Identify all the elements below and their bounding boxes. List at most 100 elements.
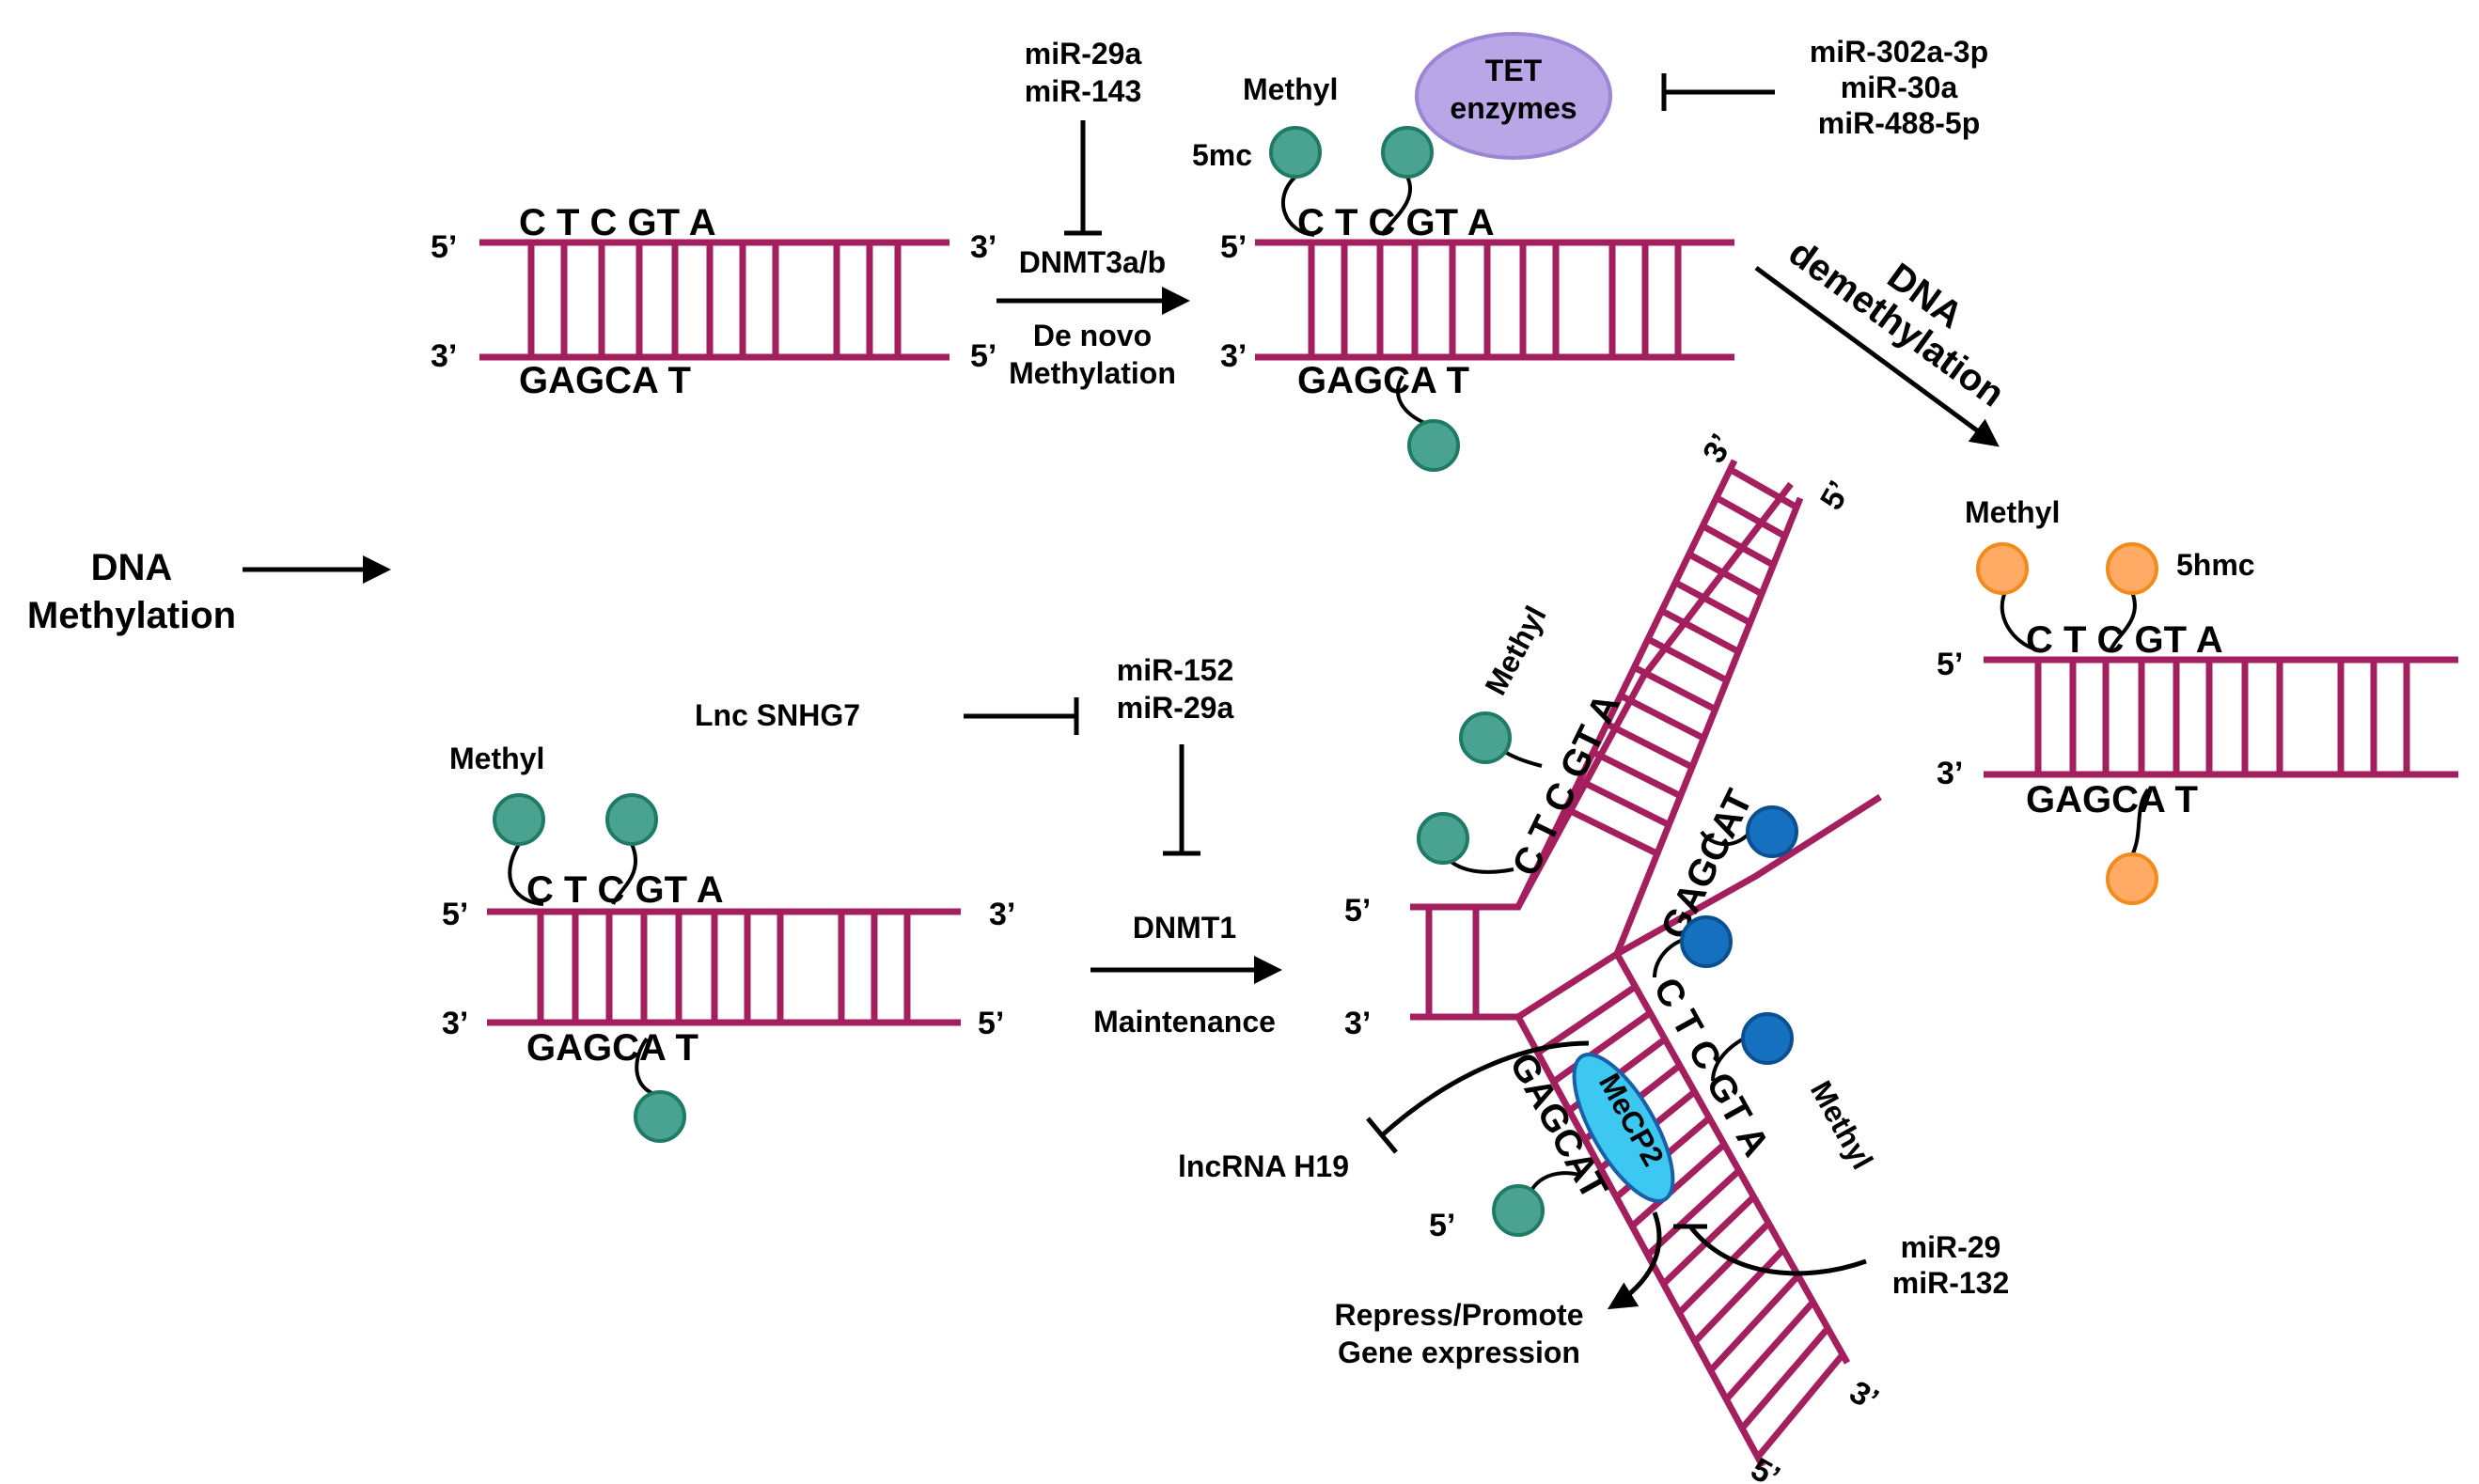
upper-branch-methyl-label: Methyl	[1478, 601, 1552, 700]
tet-enzymes-line2: enzymes	[1450, 91, 1577, 125]
p3-methyl-link-3	[2130, 788, 2150, 856]
fork-stem-three-prime: 3’	[1344, 1006, 1371, 1041]
dna-base-pair	[1629, 1141, 1727, 1229]
dna-methylation-title: DNA Methylation	[27, 547, 236, 636]
lower-branch-strand-1	[1514, 1015, 1766, 1468]
maintenance-mirna-2: miR-29a	[1117, 691, 1234, 725]
p2-methyl-link-2	[1380, 176, 1412, 237]
lnc-snhg7-label: Lnc SNHG7	[695, 698, 860, 732]
mir132-label: miR-132	[1892, 1266, 2010, 1300]
p2-methyl-link-3	[1396, 374, 1430, 427]
p2-methyl-group-1	[1269, 126, 1322, 179]
dnmt3ab-label: DNMT3a/b	[1019, 245, 1166, 279]
demethylation-arrow	[1754, 265, 2000, 447]
upper-branch-strand-1	[1514, 459, 1738, 909]
p2-bottom-sequence: GAGCA T	[1297, 360, 1469, 401]
de-novo-process-1: De novo	[1033, 319, 1152, 352]
p4-methyl-group-3	[634, 1090, 686, 1143]
fork-methyl-blue-2	[1680, 915, 1733, 968]
fork-methyl-green-3	[1492, 1184, 1545, 1237]
fork-methyl-link-5	[1711, 1037, 1745, 1082]
dna-base-pair	[1708, 1273, 1801, 1373]
p3-methyl-group-1	[1976, 542, 2029, 595]
p4-methyl-link-2	[611, 843, 638, 905]
dna-base-pair	[1619, 693, 1705, 742]
de-novo-mirna-2: miR-143	[1025, 74, 1142, 108]
tet-mirna-2: miR-30a	[1841, 70, 1958, 104]
mecp2-protein	[1572, 1053, 1675, 1203]
tet-enzymes: TET enzymes miR-302a-3p miR-30a miR-488-…	[1415, 32, 1988, 160]
fork-methyl-link-3	[1700, 830, 1752, 847]
dna-base-pair	[1577, 777, 1671, 828]
mir29-inhibition	[1688, 1225, 1867, 1276]
upper-branch-strand-2	[1613, 496, 1804, 956]
dna-base-pair	[1687, 551, 1764, 597]
dna-base-pair	[1564, 805, 1659, 857]
gene-expression-arrow	[1607, 1211, 1662, 1310]
fork-methyl-link-4	[1653, 938, 1684, 978]
dna-base-pair	[1551, 1009, 1653, 1085]
unmethylated-dna: 5’ 3’ 3’ 5’ C T C GT A GAGCA T	[431, 202, 996, 401]
dna-methylation-line1: DNA	[91, 547, 173, 588]
p4-bottom-three-prime: 3’	[442, 1006, 468, 1041]
dna-base-pair	[1632, 664, 1718, 712]
demethylation-line2: demethylation	[1781, 232, 2012, 415]
fork-methyl-blue-1	[1746, 805, 1798, 858]
p3-methyl-group-2	[2106, 542, 2158, 595]
dna-base-pair	[1535, 983, 1638, 1056]
p4-top-sequence: C T C GT A	[526, 869, 724, 911]
dna-base-pair	[1755, 1352, 1845, 1460]
de-novo-process-2: Methylation	[1009, 356, 1176, 390]
p2-bottom-three-prime: 3’	[1220, 338, 1247, 374]
p3-methyl-link-2	[2109, 591, 2137, 651]
p2-top-sequence: C T C GT A	[1297, 202, 1495, 243]
p1-bottom-sequence: GAGCA T	[519, 360, 691, 401]
gene-expression-line1: Repress/Promote	[1335, 1298, 1584, 1332]
de-novo-mirna-1: miR-29a	[1025, 37, 1142, 70]
dna-base-pair	[1592, 749, 1683, 799]
p4-methyl-group-2	[605, 793, 658, 846]
lncrna-h19-label: lncRNA H19	[1178, 1149, 1349, 1183]
p3-top-five-prime: 5’	[1937, 647, 1963, 682]
hydroxymethylated-dna-5hmc: 5’ 3’ C T C GT A GAGCA T Methyl 5hmc	[1937, 495, 2458, 905]
dna-base-pair	[1646, 635, 1729, 684]
dna-base-pair	[1715, 494, 1787, 539]
fork-methyl-blue-3	[1741, 1012, 1794, 1065]
p4-methyl-link-1	[508, 842, 544, 906]
p1-top-five-prime: 5’	[431, 229, 457, 265]
p1-top-three-prime: 3’	[970, 229, 996, 265]
p3-methyl-link-1	[2000, 591, 2043, 652]
p3-bottom-three-prime: 3’	[1937, 756, 1963, 791]
p3-methyl-group-3	[2106, 852, 2158, 905]
fork-methyl-green-1	[1459, 711, 1512, 764]
gene-expression-line2: Gene expression	[1338, 1336, 1580, 1369]
hemimethylated-dna-ladder	[487, 908, 961, 1026]
lower-branch-strand-2	[1613, 952, 1851, 1365]
tet-mirna-3: miR-488-5p	[1818, 106, 1981, 140]
upper-branch-rungs	[1564, 466, 1798, 857]
dna-methylation-line2: Methylation	[27, 595, 236, 636]
p4-top-three-prime: 3’	[989, 897, 1015, 932]
fork-lower-five-prime-end: 5’	[1745, 1451, 1786, 1484]
p3-bottom-sequence: GAGCA T	[2026, 779, 2198, 820]
fork-methyl-green-2	[1417, 812, 1469, 865]
unmethylated-dna-ladder	[479, 239, 949, 361]
dna-base-pair	[1692, 1247, 1786, 1344]
fork-stem-top	[1410, 481, 1794, 911]
lower-branch-top-sequence: C T C GT A	[1645, 971, 1777, 1164]
dna-base-pair	[1661, 1194, 1757, 1287]
dna-base-pair	[1701, 523, 1776, 569]
maintenance-mirna-1: miR-152	[1117, 653, 1234, 687]
methylated-dna-ladder	[1255, 239, 1734, 361]
p2-methyl-group-3	[1407, 419, 1460, 472]
p1-bottom-three-prime: 3’	[431, 338, 457, 374]
dna-base-pair	[1605, 721, 1694, 771]
p3-methyl-label: Methyl	[1965, 495, 2060, 529]
fork-stem-five-prime: 5’	[1344, 893, 1371, 929]
dna-base-pair	[1739, 1326, 1831, 1430]
fork-lower-five-prime: 5’	[1429, 1208, 1455, 1243]
lncrna-h19-inhibition	[1380, 1040, 1590, 1137]
dna-base-pair	[1659, 607, 1740, 655]
dnmt1-label: DNMT1	[1133, 911, 1236, 945]
tet-enzymes-line1: TET	[1485, 54, 1543, 87]
